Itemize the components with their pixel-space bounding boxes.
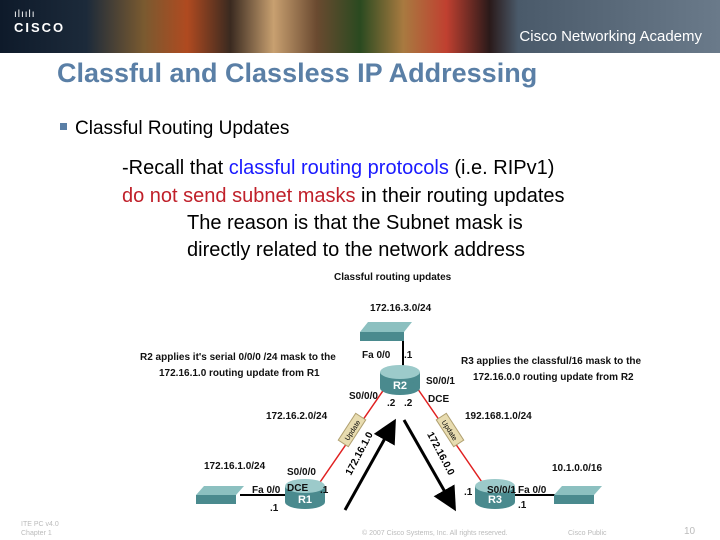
label: DCE [428,394,450,405]
note-left: 172.16.1.0 routing update from R1 [159,368,320,379]
switch-icon [196,486,244,504]
label: S0/0/0 [287,467,316,478]
switch-icon [360,322,412,341]
label: Fa 0/0 [252,485,281,496]
label: Fa 0/0 [362,350,391,361]
label: DCE [287,483,309,494]
update-arrow-right [402,419,456,512]
router-r2-label: R2 [393,380,407,392]
slide-title: Classful and Classless IP Addressing [57,58,538,88]
page-number: 10 [684,526,696,537]
router-icon [475,479,515,509]
label: S0/0/1 [426,376,455,387]
note-right: 172.16.0.0 routing update from R2 [473,372,634,383]
router-icon [380,365,420,395]
label: .2 [387,398,396,409]
body-line-2: do not send subnet masks in their routin… [122,185,565,207]
label: .1 [464,487,473,498]
link-left: 172.16.2.0/24 [266,411,328,422]
footer-chapter: Chapter 1 [21,530,52,537]
router-r1-label: R1 [298,494,312,506]
diagram-title: Classful routing updates [334,272,452,283]
update-arrow-left [343,418,396,511]
bullet-icon [60,123,67,130]
bullet-item: Classful Routing Updates [60,118,289,140]
footer-copyright: © 2007 Cisco Systems, Inc. All rights re… [362,530,508,537]
footer-classification: Cisco Public [568,530,607,537]
label: .1 [270,503,279,514]
label: .2 [404,398,413,409]
router-r3-label: R3 [488,494,502,506]
label: .1 [518,500,527,511]
link-right: 192.168.1.0/24 [465,411,532,422]
footer-course: ITE PC v4.0 [21,521,59,528]
label: .1 [320,485,329,496]
body-line-3: The reason is that the Subnet mask is [187,212,523,234]
note-left: R2 applies it's serial 0/0/0 /24 mask to… [140,352,336,363]
net-left: 172.16.1.0/24 [204,461,266,472]
label: S0/0/0 [349,391,378,402]
label: S0/0/1 [487,485,516,496]
body-line-4: directly related to the network address [187,239,525,261]
label: .1 [404,350,413,361]
note-right: R3 applies the classful/16 mask to the [461,356,642,367]
body-line-1: -Recall that classful routing protocols … [122,157,555,179]
router-icon [285,479,325,509]
switch-icon [554,486,602,504]
net-top: 172.16.3.0/24 [370,303,432,314]
net-right: 10.1.0.0/16 [552,463,603,474]
label: Fa 0/0 [518,485,547,496]
academy-name: Cisco Networking Academy [519,28,702,45]
